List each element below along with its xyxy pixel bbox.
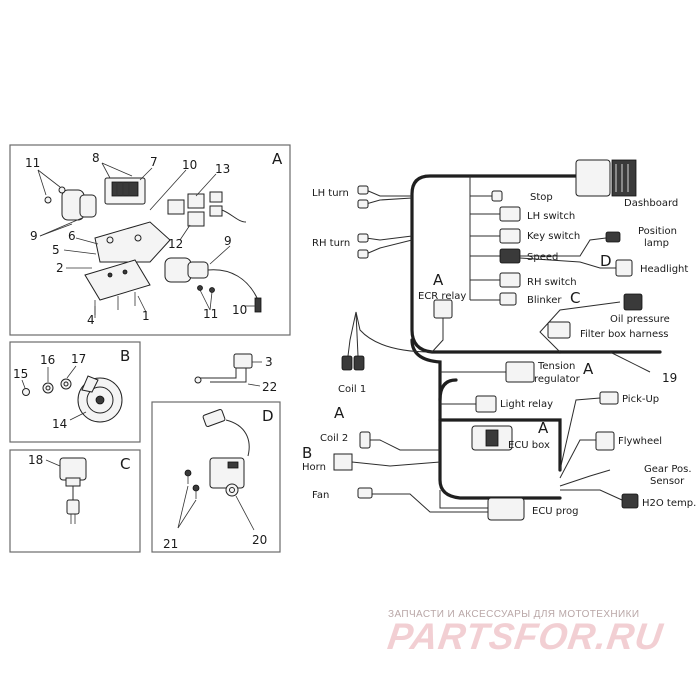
label-oil-pressure: Oil pressure — [610, 314, 670, 325]
panel-c: C 18 — [9, 449, 141, 553]
part-10-top: 10 — [182, 158, 197, 172]
watermark-tagline: ЗАПЧАСТИ И АКСЕССУАРЫ ДЛЯ МОТОТЕХНИКИ — [388, 609, 640, 620]
label-tension-1: Tension — [537, 361, 575, 372]
watermark-logo: PARTSFOR.RU — [385, 616, 666, 657]
part-22: 22 — [262, 380, 277, 394]
label-gear-2: Sensor — [650, 476, 685, 487]
part-13: 13 — [215, 162, 230, 176]
regulator-block — [104, 177, 146, 205]
label-filter-box: Filter box harness — [580, 329, 669, 340]
label-dashboard: Dashboard — [624, 198, 678, 209]
label-tension-2: regulator — [534, 374, 581, 385]
horn-part — [77, 375, 123, 423]
label-fan: Fan — [312, 490, 329, 501]
part-12: 12 — [168, 237, 183, 251]
letter-a-coil2: A — [334, 404, 345, 422]
part-16: 16 — [40, 353, 55, 367]
part-6: 6 — [68, 229, 76, 243]
letter-d-speed: D — [600, 252, 612, 270]
part-3: 3 — [265, 355, 273, 369]
base-plate — [84, 259, 151, 315]
part-21: 21 — [163, 537, 178, 551]
label-horn: Horn — [302, 462, 326, 473]
label-ecr-relay: ECR relay — [418, 291, 466, 302]
label-flywheel: Flywheel — [618, 436, 662, 447]
part-18: 18 — [28, 453, 43, 467]
label-stop: Stop — [530, 192, 553, 203]
relay-part — [59, 457, 87, 524]
part-20: 20 — [252, 533, 267, 547]
ignition-coil-right — [164, 257, 262, 313]
label-light-relay: Light relay — [500, 399, 553, 410]
label-gear-1: Gear Pos. — [644, 464, 692, 475]
part-19: 19 — [662, 371, 677, 385]
label-ecu-prog: ECU prog — [532, 506, 579, 517]
part-14: 14 — [52, 417, 67, 431]
panel-a: A — [9, 144, 291, 336]
label-blinker: Blinker — [527, 295, 562, 306]
label-speed: Speed — [527, 252, 558, 263]
mounting-bracket — [94, 221, 171, 263]
part-2: 2 — [56, 261, 64, 275]
part-5: 5 — [52, 243, 60, 257]
part-9-left: 9 — [30, 229, 38, 243]
panel-b-letter: B — [120, 347, 130, 365]
label-lh-switch: LH switch — [527, 211, 575, 222]
cdi-module — [209, 457, 245, 497]
screws — [184, 469, 200, 499]
label-key-switch: Key switch — [527, 231, 580, 242]
label-position-2: lamp — [644, 238, 669, 249]
part-7: 7 — [150, 155, 158, 169]
label-ecu-box: ECU box — [508, 440, 550, 451]
ignition-coil-left — [44, 186, 97, 221]
main-harness — [333, 159, 662, 521]
panel-a-letter: A — [272, 150, 283, 168]
part-17: 17 — [71, 352, 86, 366]
label-coil1: Coil 1 — [338, 384, 366, 395]
letter-b-horn: B — [302, 444, 312, 462]
part-11-top: 11 — [25, 156, 40, 170]
panel-d: D 21 20 — [151, 401, 281, 553]
label-headlight: Headlight — [640, 264, 688, 275]
part-15: 15 — [13, 367, 28, 381]
label-position-1: Position — [638, 226, 677, 237]
label-h2o-temp: H2O temp. — [642, 498, 696, 509]
part-8: 8 — [92, 151, 100, 165]
label-coil2: Coil 2 — [320, 433, 348, 444]
sensor-connector — [202, 409, 250, 457]
part-1: 1 — [142, 309, 150, 323]
letter-c-blinker: C — [570, 289, 580, 307]
panel-b: B 15 16 17 14 — [9, 341, 141, 443]
part-4: 4 — [87, 313, 95, 327]
letter-a-ecr: A — [433, 271, 444, 289]
ecu-box-connector — [471, 425, 513, 451]
connector-part-3: 3 22 — [194, 353, 277, 394]
part-10-bottom: 10 — [232, 303, 247, 317]
label-pick-up: Pick-Up — [622, 394, 659, 405]
label-rh-switch: RH switch — [527, 277, 577, 288]
panel-c-letter: C — [120, 455, 130, 473]
panel-d-letter: D — [262, 407, 274, 425]
label-lh-turn: LH turn — [312, 188, 349, 199]
letter-a-ecu: A — [538, 419, 549, 437]
label-rh-turn: RH turn — [312, 238, 350, 249]
relay-group — [167, 191, 247, 227]
dashboard-connector — [575, 159, 637, 197]
part-11-bottom: 11 — [203, 307, 218, 321]
part-9-right: 9 — [224, 234, 232, 248]
letter-a-tension: A — [583, 360, 594, 378]
